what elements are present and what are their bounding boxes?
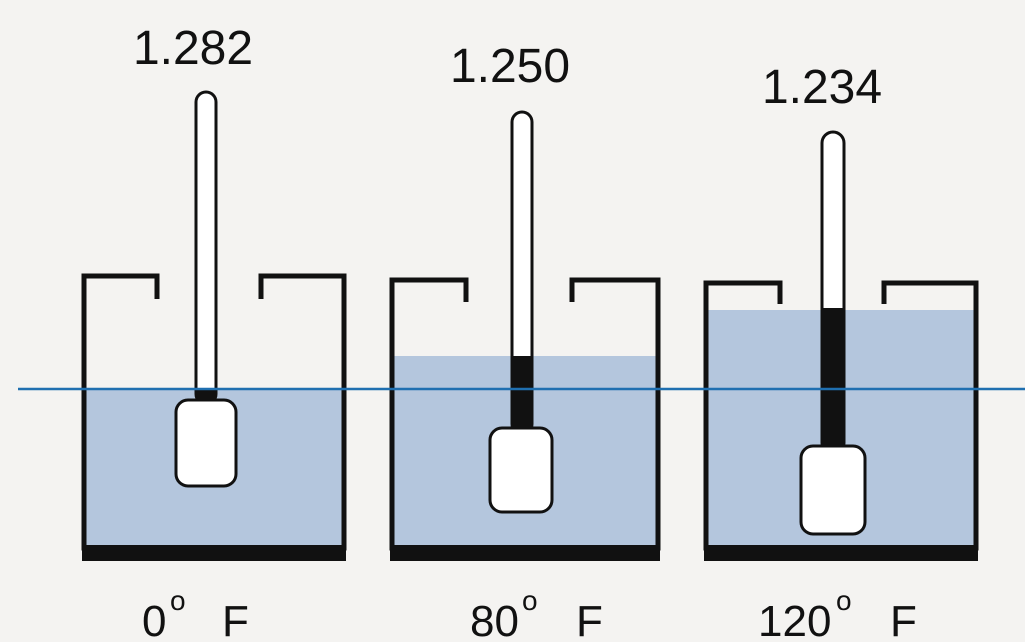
container-base-cell-120f [704,545,978,561]
container-base-cell-0f [82,545,346,561]
float-bulb-cell-0f [174,398,238,488]
temperature-label-cell-120f: 120 o F [758,585,917,642]
hydrometer-stem-cell-0f [194,90,218,406]
stem-submerged-cell-80f [513,356,531,434]
cell-120f: 1.234 120 o F [703,61,979,642]
degree-symbol-cell-0f: o [170,585,186,616]
reading-label-cell-0f: 1.282 [133,22,253,75]
cell-0f: 1.282 0 o F [81,22,347,642]
temperature-value-cell-120f: 120 [758,597,831,642]
cell-80f: 1.250 80 o F [389,40,661,642]
reading-label-cell-120f: 1.234 [762,61,882,114]
unit-cell-0f: F [222,597,249,642]
float-bulb-cell-120f [799,444,867,536]
stem-submerged-cell-120f [823,308,843,454]
reading-label-cell-80f: 1.250 [450,40,570,93]
temperature-value-cell-80f: 80 [470,597,519,642]
unit-cell-120f: F [890,597,917,642]
float-bulb-cell-80f [488,426,554,514]
degree-symbol-cell-80f: o [522,585,538,616]
unit-cell-80f: F [576,597,603,642]
degree-symbol-cell-120f: o [836,585,852,616]
temperature-label-cell-0f: 0 o F [142,585,249,642]
temperature-label-cell-80f: 80 o F [470,585,603,642]
temperature-value-cell-0f: 0 [142,597,166,642]
container-base-cell-80f [390,545,660,561]
